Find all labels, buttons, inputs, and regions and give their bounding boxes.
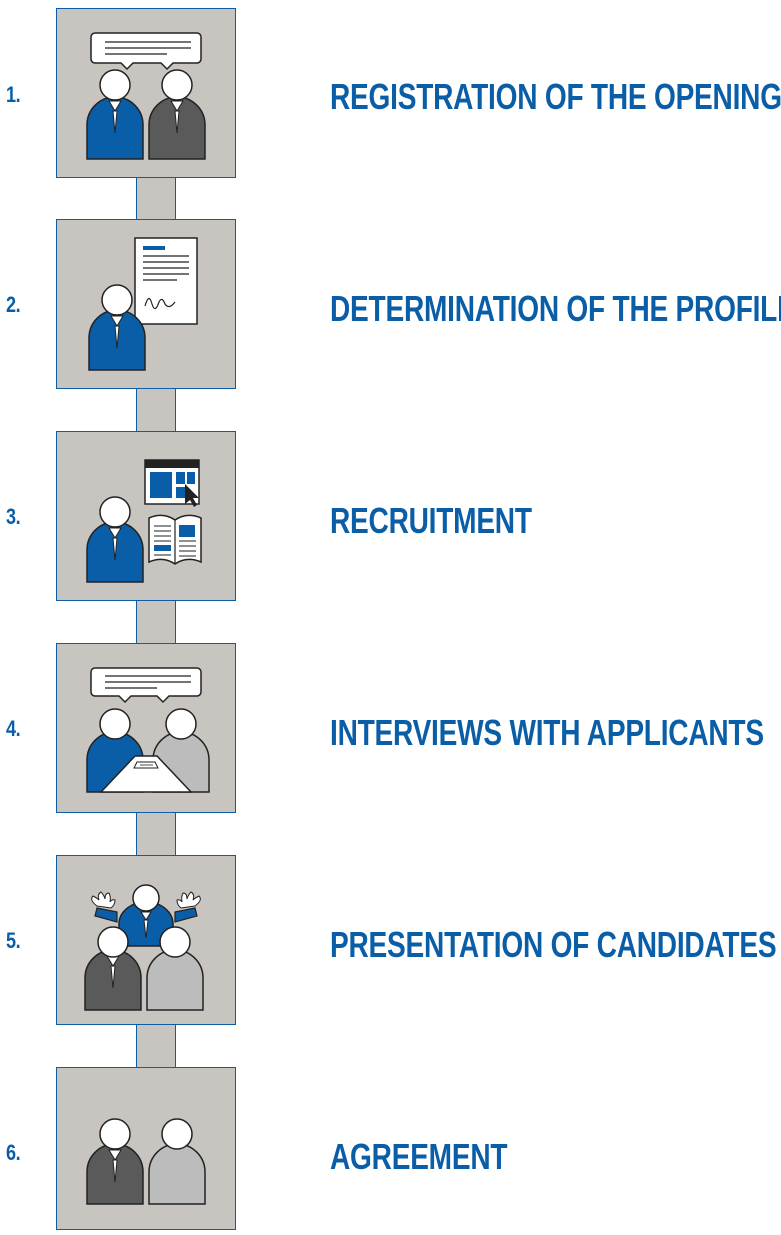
connector-5-6	[136, 1024, 176, 1068]
step-box	[56, 1067, 236, 1230]
step-title: RECRUITMENT	[330, 500, 532, 541]
step-number: 1.	[6, 82, 21, 107]
step-box	[56, 643, 236, 813]
two-people-agreement-icon	[86, 1118, 206, 1205]
step-box	[56, 855, 236, 1025]
step-number: 2.	[6, 292, 21, 317]
step-title: AGREEMENT	[330, 1136, 508, 1177]
step-title: REGISTRATION OF THE OPENING	[330, 76, 781, 117]
step-title: INTERVIEWS WITH APPLICANTS	[330, 712, 764, 753]
step-title: PRESENTATION OF CANDIDATES	[330, 924, 777, 965]
interview-at-table-icon	[86, 667, 210, 793]
step-number: 4.	[6, 716, 21, 741]
step-box	[56, 219, 236, 389]
step-box	[56, 431, 236, 601]
person-with-website-and-newspaper-icon	[86, 459, 202, 583]
step-number: 6.	[6, 1140, 21, 1165]
step-number: 3.	[6, 504, 21, 529]
presenter-with-candidates-icon	[84, 884, 204, 1011]
step-number: 5.	[6, 928, 21, 953]
connector-2-3	[136, 388, 176, 432]
connector-1-2	[136, 178, 176, 220]
connector-3-4	[136, 600, 176, 644]
connector-4-5	[136, 812, 176, 856]
step-box	[56, 8, 236, 178]
step-title: DETERMINATION OF THE PROFILE	[330, 288, 781, 329]
two-people-talking-icon	[86, 32, 206, 160]
person-with-signed-document-icon	[88, 237, 198, 371]
